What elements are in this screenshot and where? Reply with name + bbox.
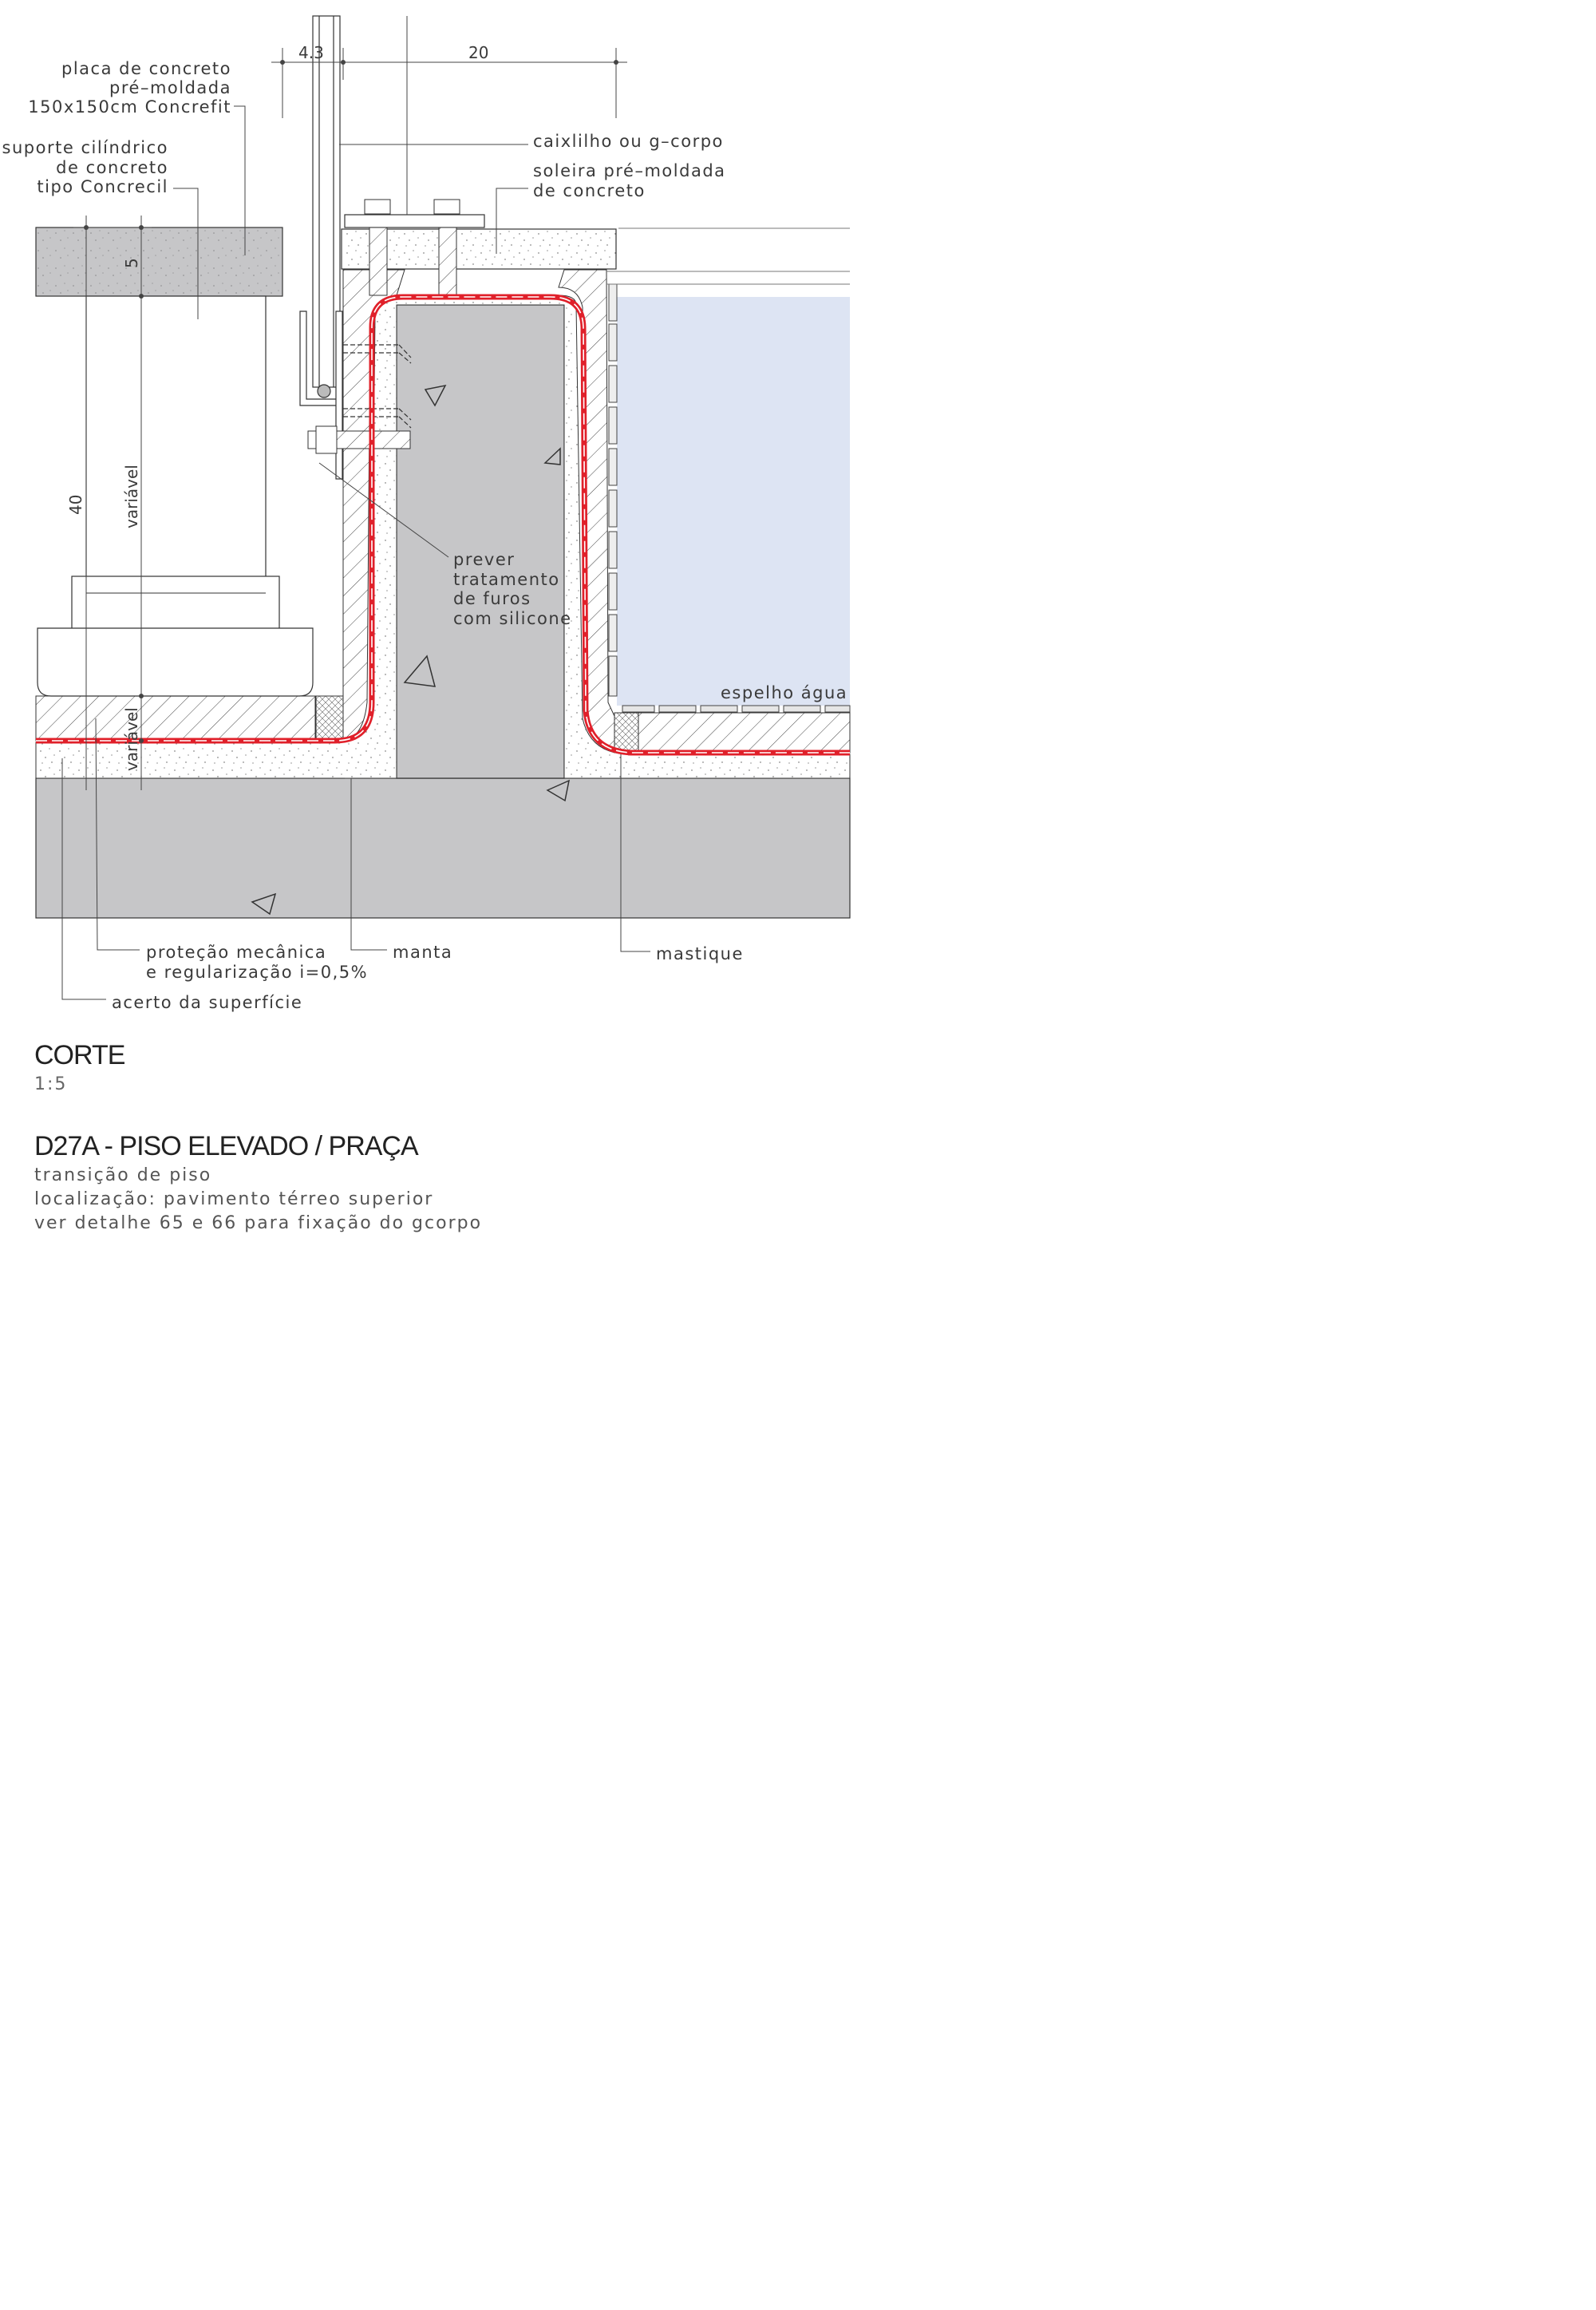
protection-left — [35, 695, 316, 742]
title-block: CORTE 1:5 D27A - PISO ELEVADO / PRAÇA tr… — [34, 1038, 832, 1236]
frame-profile — [299, 15, 343, 480]
label-soleira-l1: soleira pré–moldada — [533, 161, 726, 180]
label-protecao-l1: proteção mecânica — [146, 943, 326, 962]
concrete-wall — [396, 304, 565, 779]
dim-variavel-2: variável — [122, 707, 141, 771]
label-placa-l3: 150x150cm Concrefit — [28, 97, 231, 117]
label-acerto: acerto da superfície — [112, 993, 302, 1012]
membrane-center-line — [36, 296, 850, 754]
label-caixilho: caixlilho ou g–corpo — [533, 132, 724, 151]
stone-facing-floor — [622, 705, 851, 713]
expansion-anchors — [343, 344, 412, 429]
label-placa-l2: pré–moldada — [109, 78, 231, 97]
stone-facing-wall — [608, 283, 618, 697]
section-title: CORTE — [34, 1040, 125, 1070]
label-prever-l1: prever — [453, 550, 515, 569]
concrete-plate — [35, 227, 283, 297]
dimension-ticks — [84, 60, 618, 743]
dim-4-3: 4.3 — [298, 43, 324, 62]
label-prever-l2: tratamento — [453, 570, 560, 589]
concrete-aggregate — [251, 384, 571, 916]
sill-metal-plate — [344, 214, 485, 228]
detail-subtitle-3: ver detalhe 65 e 66 para fixação do gcor… — [34, 1213, 483, 1233]
protection-right — [614, 712, 851, 754]
section-scale: 1:5 — [34, 1074, 68, 1094]
leader-lines — [61, 105, 650, 1000]
label-protecao-l2: e regularização i=0,5% — [146, 963, 368, 982]
detail-subtitle-1: transição de piso — [34, 1165, 212, 1185]
anchor-bolt-left — [364, 199, 391, 296]
water-mirror — [617, 297, 850, 706]
label-mastique: mastique — [656, 944, 744, 963]
label-espelho: espelho água — [721, 683, 847, 702]
label-suporte-l2: de concreto — [56, 158, 168, 177]
dim-variavel-1: variável — [122, 465, 141, 528]
dim-20: 20 — [468, 43, 488, 62]
mastique-right — [614, 712, 639, 754]
support-base — [37, 627, 314, 697]
dim-40: 40 — [66, 495, 85, 515]
section-drawing: placa de concreto pré–moldada 150x150cm … — [2, 15, 851, 1012]
label-prever-l3: de furos — [453, 589, 531, 608]
anchor-bolt-right — [433, 199, 460, 296]
label-suporte-l1: suporte cilíndrico — [2, 138, 168, 157]
label-soleira-l2: de concreto — [533, 181, 646, 200]
detail-subtitle-2: localização: pavimento térreo superior — [34, 1189, 434, 1209]
mastique-left — [315, 695, 344, 742]
label-placa-l1: placa de concreto — [61, 59, 231, 78]
dim-5: 5 — [122, 258, 141, 268]
label-prever-l4: com silicone — [453, 609, 572, 628]
detail-title: D27A - PISO ELEVADO / PRAÇA — [34, 1131, 419, 1161]
label-manta: manta — [393, 943, 452, 962]
base-slab — [35, 777, 851, 919]
label-suporte-l3: tipo Concrecil — [37, 177, 168, 196]
